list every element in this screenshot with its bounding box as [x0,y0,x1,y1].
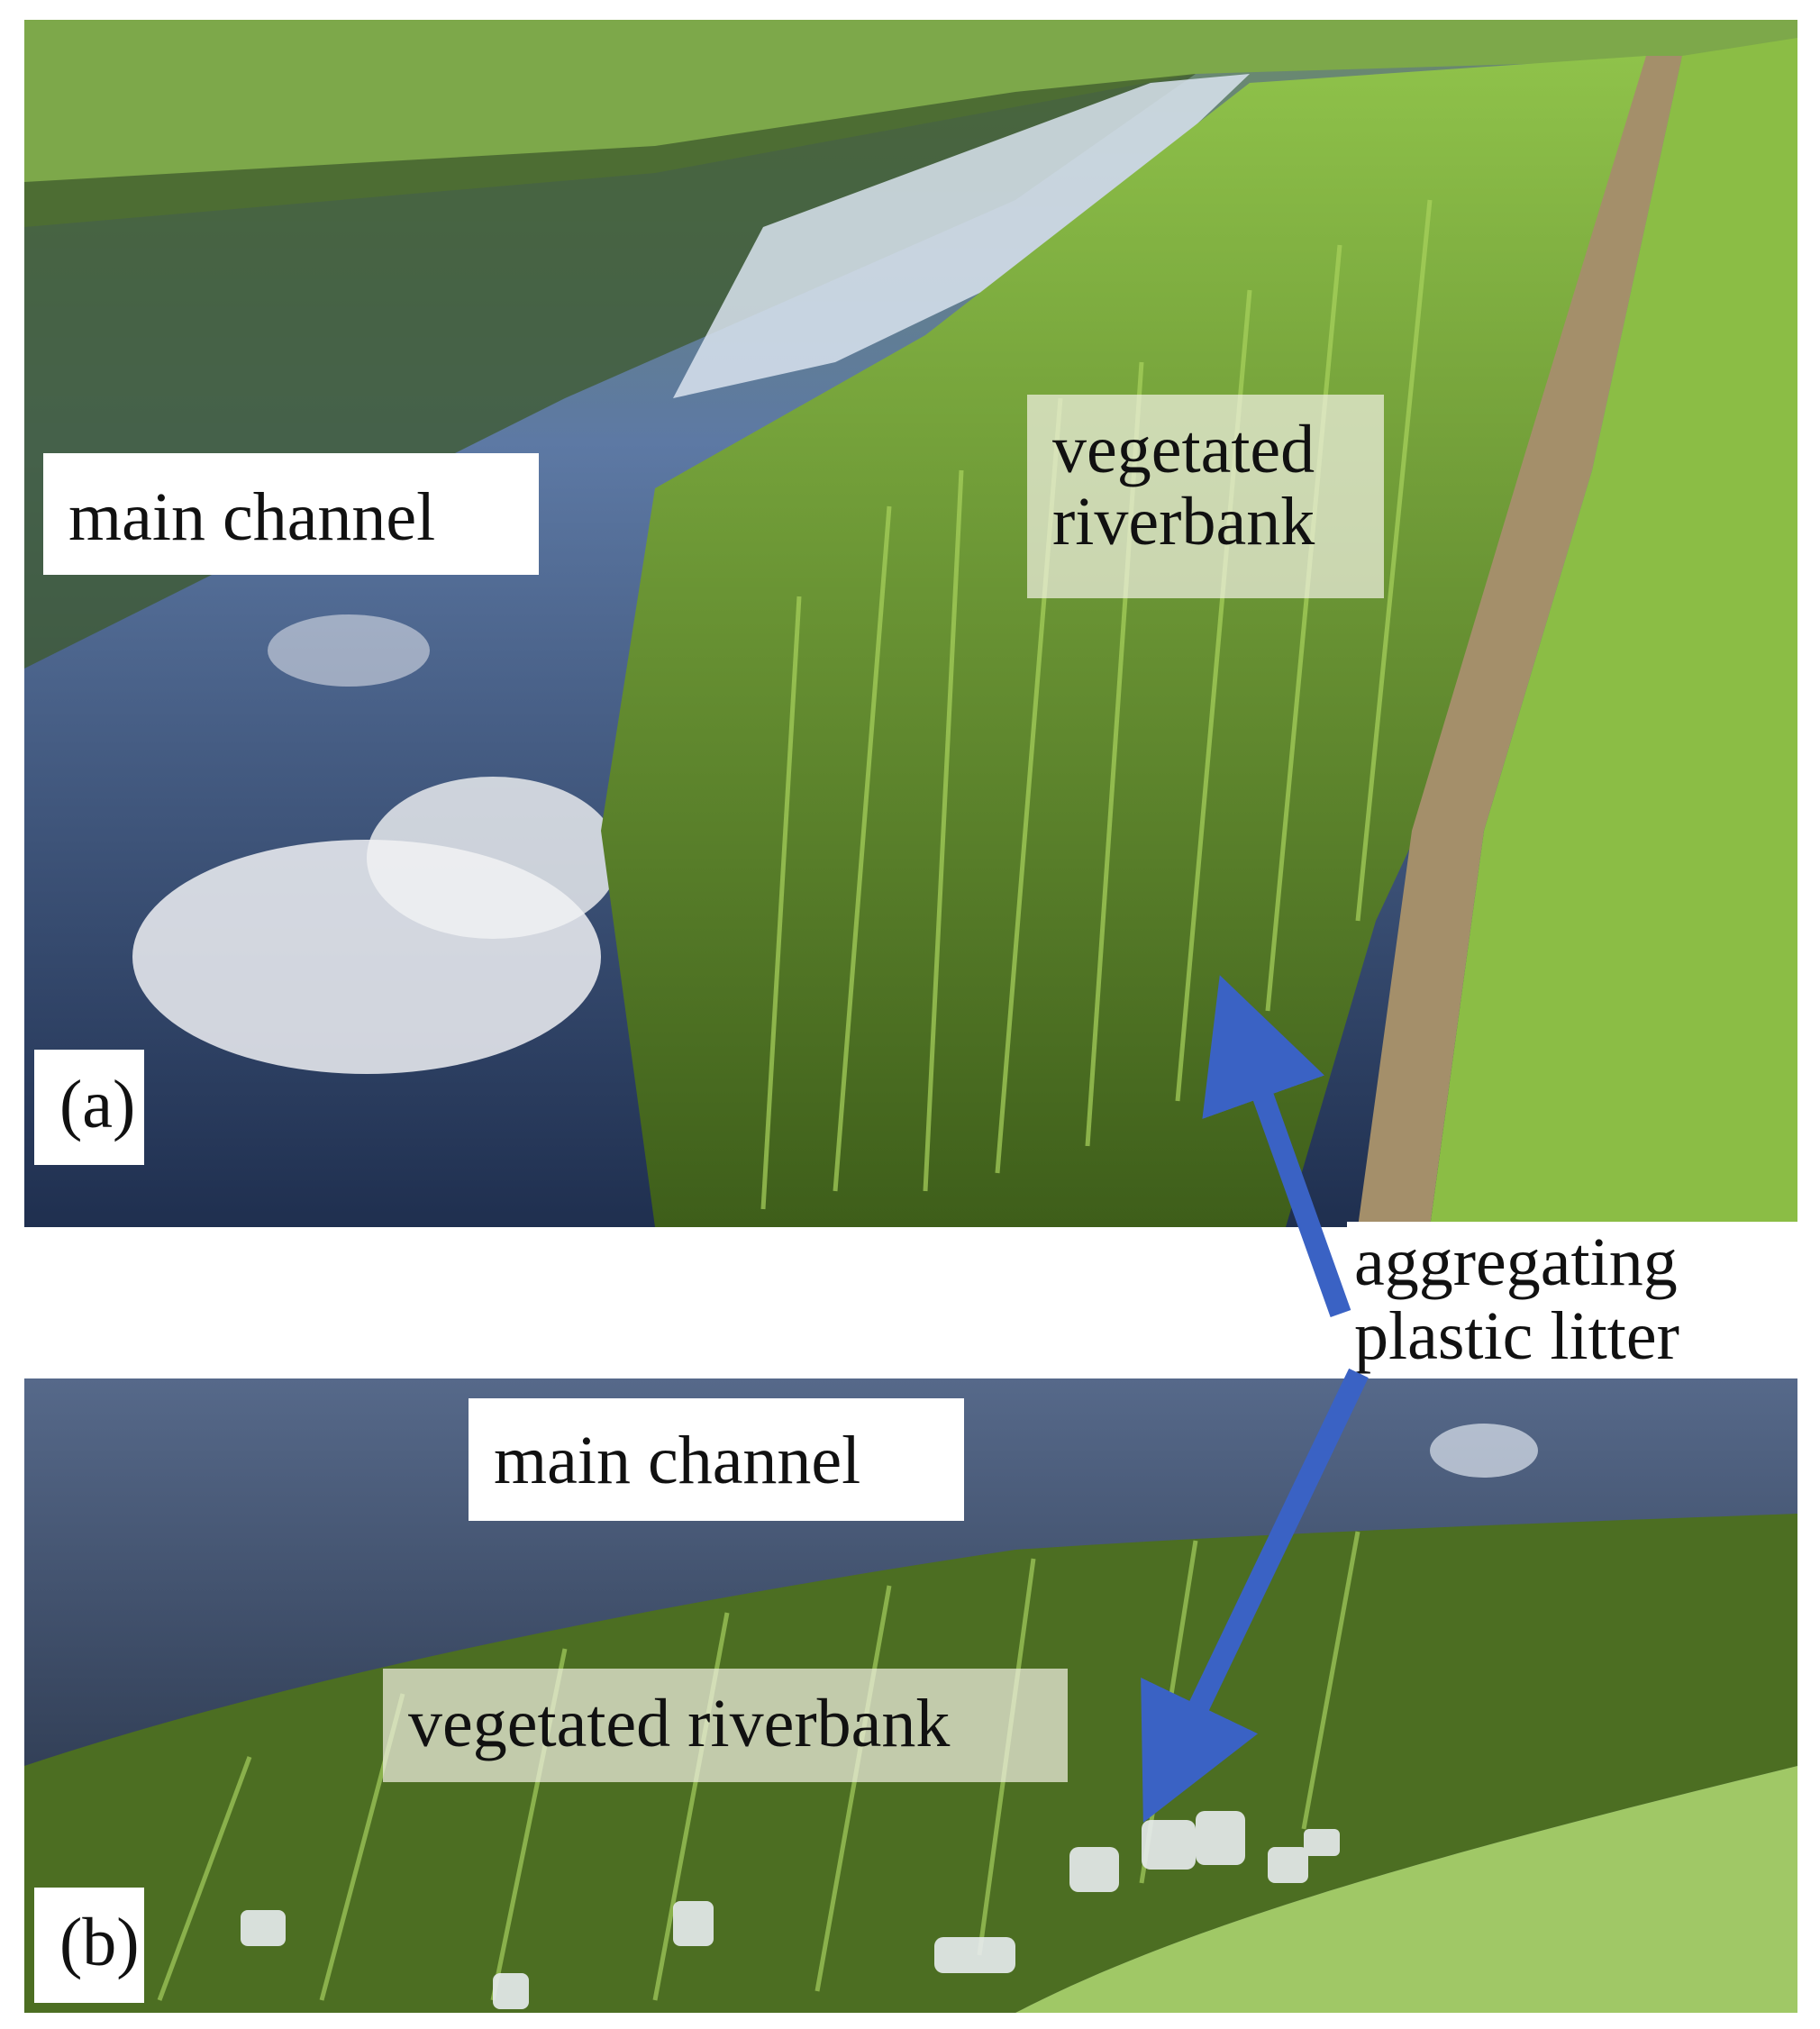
vegetated-riverbank-label-b: vegetated riverbank [383,1669,1068,1782]
canal-photo-a [24,20,1797,1227]
main-channel-label-b: main channel [469,1398,964,1521]
vegetated-riverbank-label-a: vegetated riverbank [1027,395,1384,598]
main-channel-label-a: main channel [43,453,539,575]
panel-tag-b: (b) [34,1888,144,2003]
photo-panel-a [24,20,1797,1227]
plastic-litter-callout: aggregating plastic litter [1347,1222,1815,1378]
panel-tag-a: (a) [34,1050,144,1165]
